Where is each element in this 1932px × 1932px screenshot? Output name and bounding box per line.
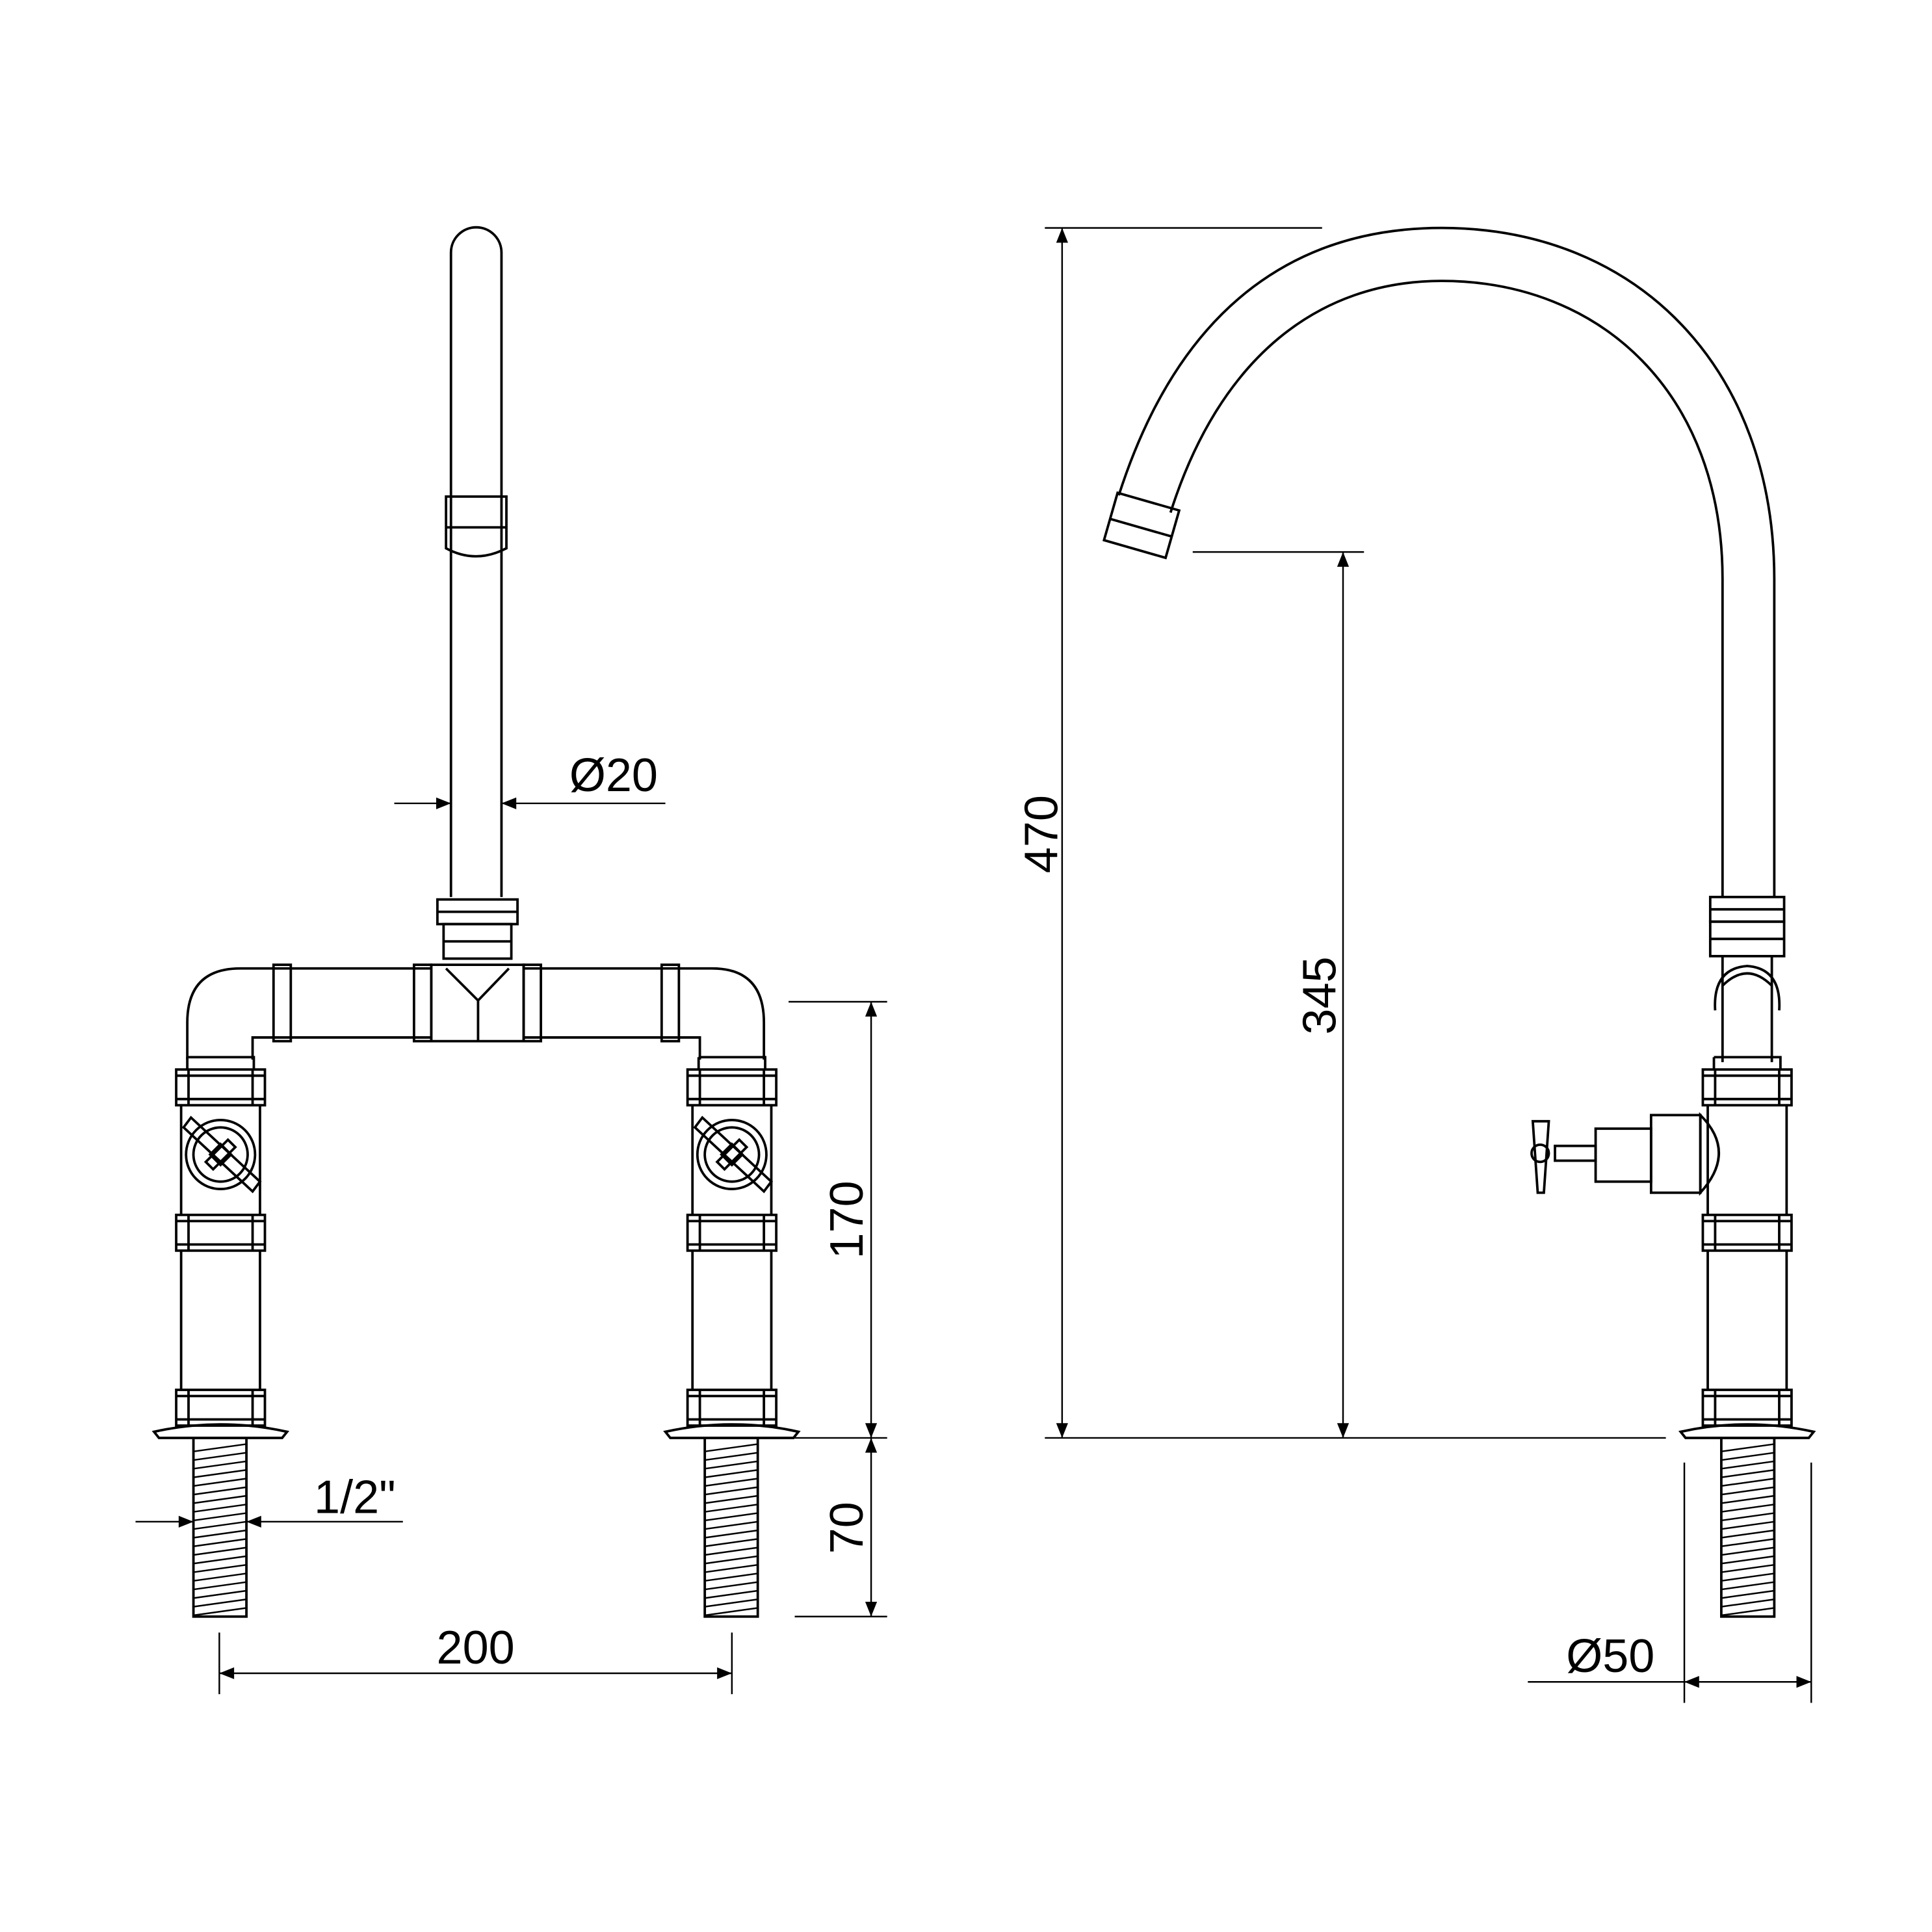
dim-label: 200 xyxy=(437,1622,515,1674)
dimension-center-distance: 200 xyxy=(218,1622,733,1695)
side-thread-stud xyxy=(1719,1437,1776,1618)
left-elbow xyxy=(186,967,274,1060)
horizontal-bridge xyxy=(186,963,766,1060)
dimension-diameter-20: Ø20 xyxy=(394,750,666,809)
dim-label: 470 xyxy=(1015,795,1067,873)
right-valve-leg xyxy=(663,1056,801,1439)
dimension-spout-height: 345 xyxy=(1192,551,1364,1438)
front-view xyxy=(151,226,801,1618)
dim-label-thread-length: 70 xyxy=(821,1502,873,1554)
dim-label: 170 xyxy=(821,1181,873,1259)
dim-label: 1/2" xyxy=(314,1472,396,1524)
side-valve-handle xyxy=(1530,1112,1720,1196)
side-aerator xyxy=(1102,491,1181,560)
dimension-total-height: 470 xyxy=(1015,227,1666,1439)
right-elbow xyxy=(679,967,766,1060)
left-thread-stud xyxy=(192,1437,248,1618)
side-elbow xyxy=(1714,956,1781,1062)
side-view xyxy=(1102,226,1816,1618)
aerator xyxy=(445,495,508,558)
side-body xyxy=(1678,1056,1816,1439)
dim-label: 345 xyxy=(1294,956,1346,1034)
right-thread-stud xyxy=(703,1437,759,1618)
dim-label: Ø50 xyxy=(1566,1630,1654,1682)
dimension-base-diameter: Ø50 xyxy=(1528,1462,1812,1703)
spout-nut xyxy=(436,898,519,960)
left-valve-leg xyxy=(151,1056,290,1439)
side-nut xyxy=(1708,895,1786,958)
dimension-thread-size: 1/2" xyxy=(135,1472,403,1528)
vertical-spout xyxy=(449,226,503,897)
dim-label: Ø20 xyxy=(569,750,658,802)
gooseneck-spout xyxy=(1117,226,1776,897)
dimension-body-height: 170 70 xyxy=(789,1000,887,1618)
